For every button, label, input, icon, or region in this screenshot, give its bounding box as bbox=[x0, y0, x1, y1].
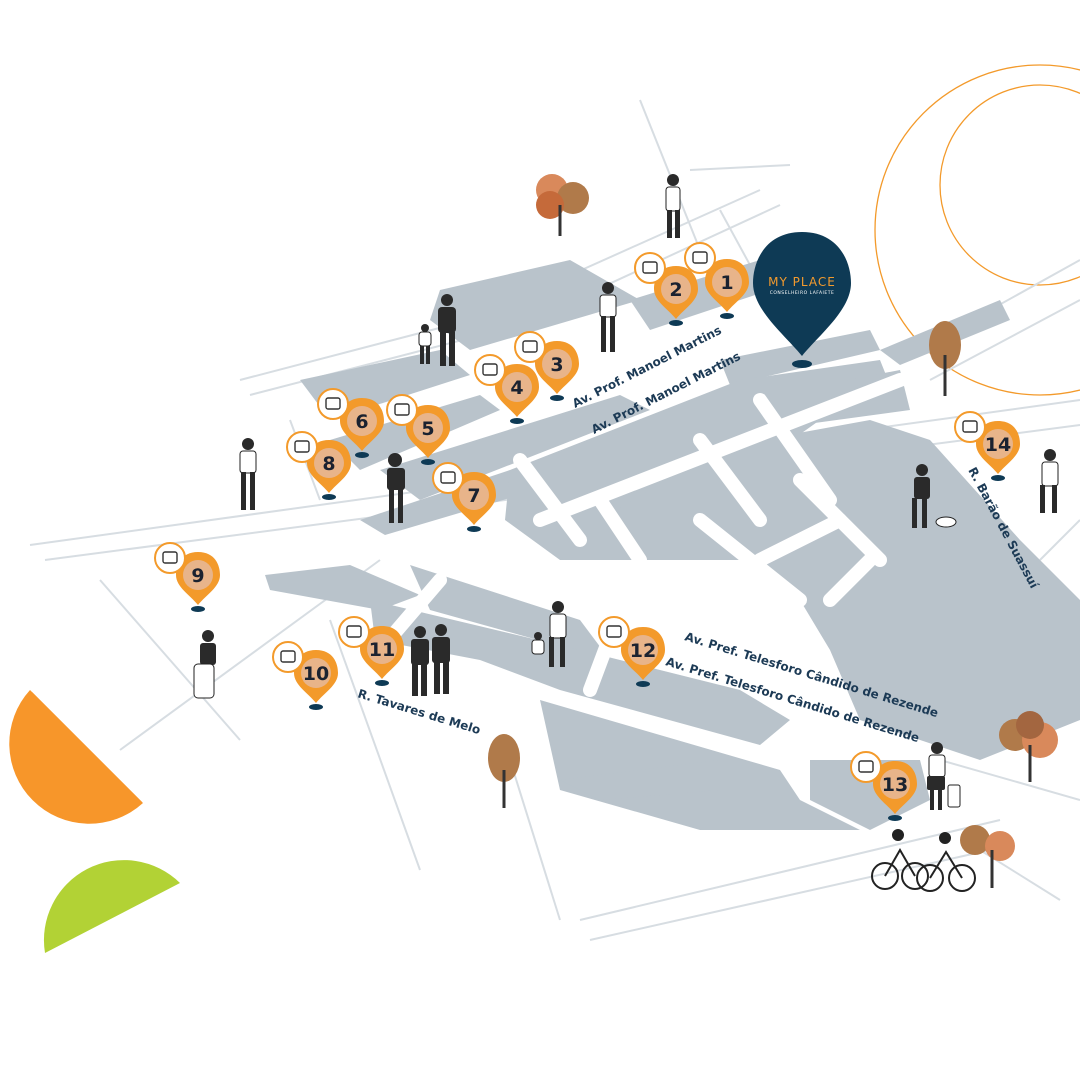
hand-coin-icon bbox=[684, 242, 716, 274]
person-figure bbox=[531, 601, 567, 667]
pin-number: 11 bbox=[369, 639, 395, 661]
person-figure bbox=[912, 464, 957, 528]
map-pin-7[interactable]: 7 bbox=[432, 462, 496, 532]
map-pin-5[interactable]: 5 bbox=[386, 394, 450, 465]
person-figure bbox=[665, 174, 681, 238]
road-network bbox=[29, 99, 1080, 941]
person-figure bbox=[927, 742, 961, 810]
map-pin-12[interactable]: 12 bbox=[598, 616, 665, 687]
pin-number: 4 bbox=[510, 377, 523, 399]
pin-number: 12 bbox=[630, 640, 656, 662]
person-figure bbox=[599, 282, 617, 352]
bus-icon bbox=[432, 462, 464, 494]
person-figure bbox=[1040, 449, 1059, 513]
pin-number: 10 bbox=[303, 663, 329, 685]
doctor-icon bbox=[850, 751, 882, 783]
map-pin-2[interactable]: 2 bbox=[634, 252, 698, 326]
tree bbox=[929, 321, 961, 396]
map-pin-1[interactable]: 1 bbox=[684, 242, 749, 319]
decorative-rings bbox=[874, 64, 1080, 396]
cyclists bbox=[871, 829, 976, 892]
shopping-basket-icon bbox=[154, 542, 186, 574]
tree bbox=[999, 711, 1058, 782]
my-place-pin[interactable]: MY PLACE CONSELHEIRO LAFAIETE bbox=[753, 232, 851, 368]
pin-number: 9 bbox=[191, 565, 204, 587]
map-pin-8[interactable]: 8 bbox=[286, 431, 351, 500]
restaurant-icon bbox=[634, 252, 666, 284]
map-pin-10[interactable]: 10 bbox=[272, 641, 338, 710]
mail-icon bbox=[386, 394, 418, 426]
pin-number: 3 bbox=[550, 354, 563, 376]
pin-number: 8 bbox=[322, 453, 335, 475]
person-figure bbox=[418, 294, 456, 366]
map-pin-11[interactable]: 11 bbox=[338, 616, 404, 686]
pharmacy-icon bbox=[474, 354, 506, 386]
graduation-cap-icon bbox=[954, 411, 986, 443]
green-half-circle bbox=[43, 860, 180, 953]
person-figure bbox=[239, 438, 257, 510]
person-figure bbox=[387, 453, 405, 523]
street-label: R. Tavares de Melo bbox=[356, 686, 482, 737]
map-pin-3[interactable]: 3 bbox=[514, 331, 579, 401]
tree bbox=[960, 825, 1015, 888]
bank-icon bbox=[272, 641, 304, 673]
person-figure bbox=[411, 624, 450, 696]
map-pin-6[interactable]: 6 bbox=[317, 388, 384, 458]
map-pin-4[interactable]: 4 bbox=[474, 354, 539, 424]
pin-number: 13 bbox=[882, 774, 908, 796]
pin-number: 6 bbox=[355, 411, 368, 433]
shopping-basket-icon bbox=[286, 431, 318, 463]
map-pin-9[interactable]: 9 bbox=[154, 542, 220, 612]
person-figure bbox=[193, 630, 216, 699]
tree bbox=[488, 734, 520, 808]
pin-number: 1 bbox=[720, 272, 733, 294]
pin-number: 7 bbox=[467, 485, 480, 507]
pharmacy-icon bbox=[338, 616, 370, 648]
orange-half-circle-fill bbox=[13, 692, 143, 821]
brand-subtitle: CONSELHEIRO LAFAIETE bbox=[770, 290, 835, 296]
map-pin-14[interactable]: 14 bbox=[954, 411, 1020, 481]
pin-number: 14 bbox=[985, 434, 1011, 456]
pin-number: 5 bbox=[421, 418, 434, 440]
brand-title: MY PLACE bbox=[768, 275, 836, 289]
graduation-cap-icon bbox=[317, 388, 349, 420]
map-pin-13[interactable]: 13 bbox=[850, 751, 917, 821]
tree bbox=[536, 174, 589, 236]
pin-number: 2 bbox=[669, 279, 682, 301]
pharmacy-icon bbox=[598, 616, 630, 648]
hand-coin-icon bbox=[514, 331, 546, 363]
